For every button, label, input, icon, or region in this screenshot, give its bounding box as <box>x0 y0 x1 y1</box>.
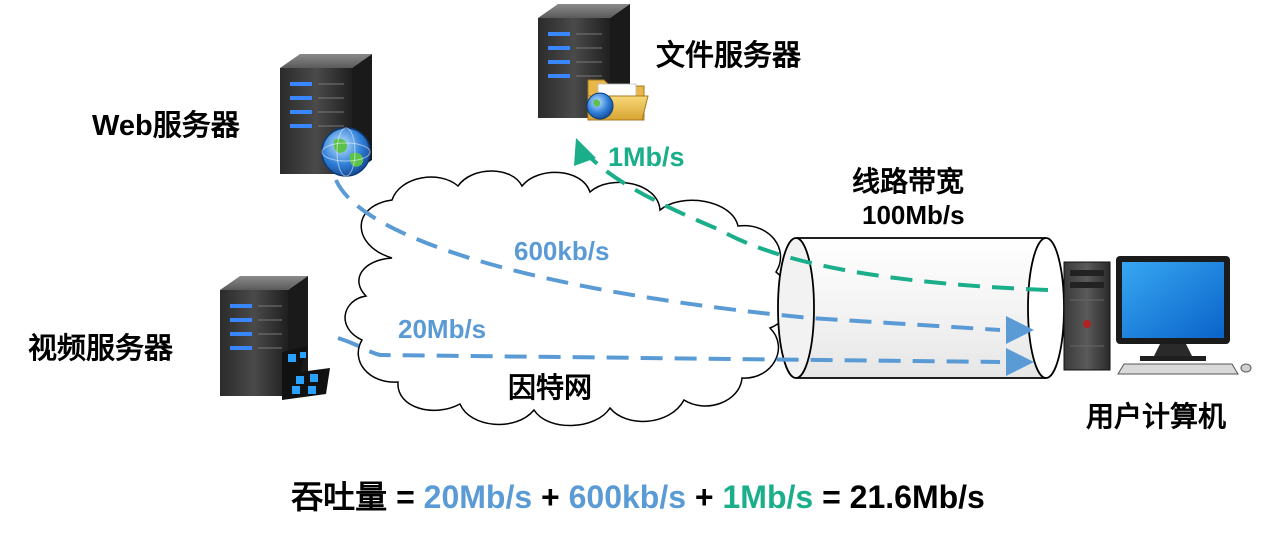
monitor-icon <box>1116 256 1230 361</box>
file-server-label: 文件服务器 <box>656 40 802 72</box>
formula-equals-1: = <box>387 479 424 515</box>
formula-result: 21.6Mb/s <box>849 479 985 515</box>
internet-label: 因特网 <box>508 372 593 403</box>
file-flow-arrowhead <box>574 138 596 166</box>
web-flow-arrowhead <box>1006 316 1034 344</box>
video-rate-label: 20Mb/s <box>398 314 487 344</box>
formula-term: 吞吐量 <box>291 479 388 515</box>
file-rate-label: 1Mb/s <box>608 142 685 172</box>
file-flow-line <box>583 150 1049 292</box>
video-flow-line <box>337 336 1001 364</box>
formula-plus-1: + <box>532 479 569 515</box>
computer-tower-icon <box>1063 261 1111 371</box>
web-server-label: Web服务器 <box>92 110 240 142</box>
link-title-label: 线路带宽 <box>852 166 965 197</box>
folder-icon <box>587 79 649 121</box>
video-server-label: 视频服务器 <box>28 333 174 365</box>
throughput-formula: 吞吐量 = 20Mb/s + 600kb/s + 1Mb/s = 21.6Mb/… <box>0 472 1276 518</box>
internet-cloud <box>344 170 792 427</box>
formula-equals-2: = <box>813 479 850 515</box>
keyboard-icon <box>1117 363 1252 375</box>
user-computer-label: 用户计算机 <box>1086 401 1227 432</box>
globe-icon <box>321 127 371 177</box>
link-pipe <box>777 237 1065 379</box>
formula-plus-2: + <box>686 479 723 515</box>
web-rate-label: 600kb/s <box>514 236 610 266</box>
small-globe-icon <box>586 92 614 120</box>
web-flow-line <box>334 179 1001 332</box>
formula-value-file: 1Mb/s <box>722 479 814 515</box>
video-flow-arrowhead <box>1006 348 1034 376</box>
link-bandwidth-label: 100Mb/s <box>862 200 965 230</box>
formula-value-web: 600kb/s <box>568 479 687 515</box>
formula-value-video: 20Mb/s <box>423 479 533 515</box>
film-strip-icon <box>282 346 330 400</box>
